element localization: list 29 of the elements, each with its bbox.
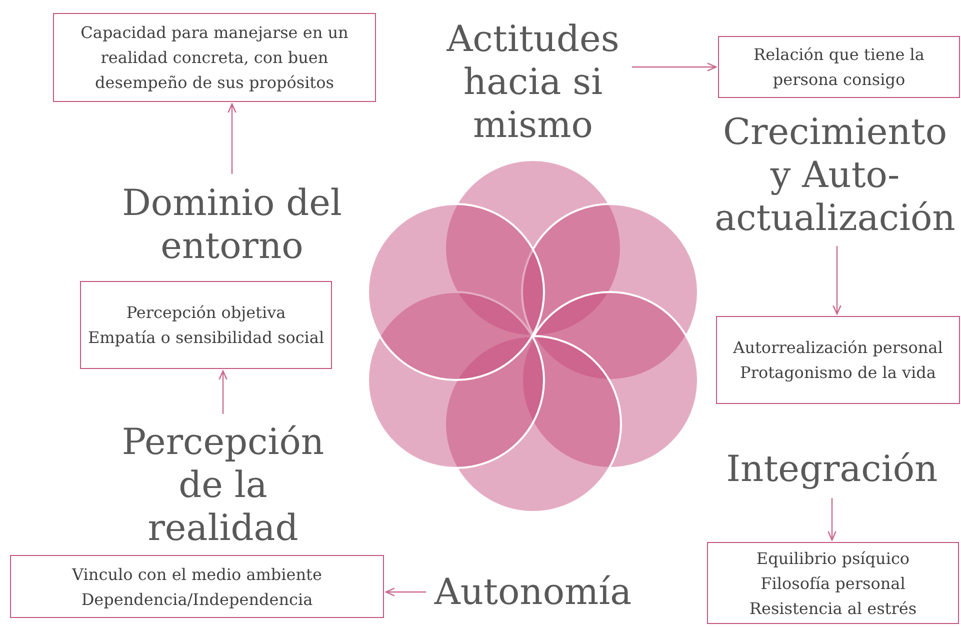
description-box <box>53 13 376 102</box>
description-text: Filosofía personal <box>760 572 906 594</box>
arrow <box>385 588 426 596</box>
heading-text: Actitudes hacia si mismo <box>440 18 626 146</box>
heading-text: Dominio del entorno <box>112 180 352 270</box>
description-text: Vinculo con el medio ambiente <box>72 564 322 586</box>
description-text: Percepción objetiva <box>126 302 286 324</box>
heading-text: Integración <box>722 446 942 492</box>
description-text: Empatía o sensibilidad social <box>88 327 324 349</box>
description-box <box>718 36 960 98</box>
heading-text: Autonomía <box>432 568 634 616</box>
arrow <box>828 498 836 541</box>
description-box <box>707 542 959 624</box>
heading-text: Percepción de la realidad <box>118 420 328 550</box>
description-box <box>10 555 384 618</box>
description-text: Relación que tiene la persona consigo <box>752 44 926 91</box>
description-text: Resistencia al estrés <box>749 598 917 620</box>
heading-text: Crecimiento y Auto-actualización <box>712 110 958 240</box>
description-text: Dependencia/Independencia <box>81 588 313 610</box>
arrow <box>832 246 842 315</box>
description-text: Equilibrio psíquico <box>756 548 910 570</box>
arrow <box>228 103 236 174</box>
description-text: Autorrealización personal <box>733 337 943 359</box>
description-text: Protagonismo de la vida <box>740 362 936 384</box>
description-box <box>80 281 332 369</box>
description-text: Capacidad para manejarse en un realidad concreta, con buen desempeño de sus propósitos <box>80 22 350 94</box>
arrow <box>218 370 228 414</box>
arrow <box>632 62 717 72</box>
description-box <box>716 316 960 404</box>
